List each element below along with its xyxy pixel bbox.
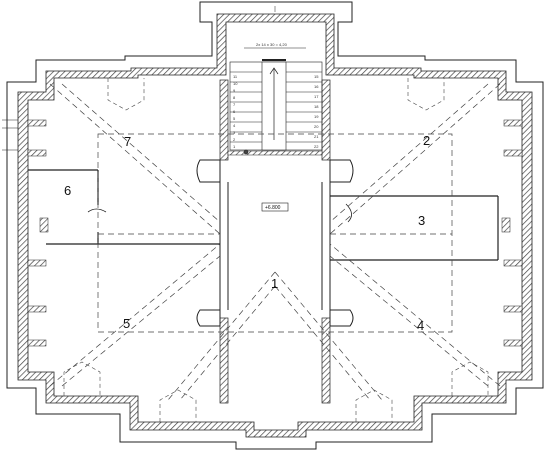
room-4-label: 4 [417, 318, 424, 333]
grid-marks [2, 6, 276, 151]
svg-text:18: 18 [314, 104, 319, 109]
svg-text:3: 3 [233, 130, 236, 135]
dormers [63, 78, 489, 422]
svg-text:9: 9 [233, 88, 236, 93]
outer-contour [6, 1, 544, 450]
exterior-walls [17, 13, 533, 438]
wall-stubs [27, 119, 523, 347]
svg-text:2: 2 [233, 137, 236, 142]
partitions [28, 169, 499, 261]
svg-text:1: 1 [233, 144, 236, 149]
staircase [229, 47, 323, 155]
level-mark-box [261, 202, 289, 212]
svg-text:6: 6 [233, 109, 236, 114]
room-2-label: 2 [423, 133, 430, 148]
stair-steps-left: 11 10 9 8 7 6 5 4 3 2 1 [233, 74, 238, 149]
svg-text:11: 11 [233, 74, 238, 79]
room-7-label: 7 [124, 134, 131, 149]
svg-text:4: 4 [233, 123, 236, 128]
svg-text:19: 19 [314, 114, 319, 119]
roof-lines [49, 83, 501, 401]
room-6-label: 6 [64, 183, 71, 198]
svg-text:21: 21 [314, 134, 319, 139]
room-5-label: 5 [123, 316, 130, 331]
stair-dimension: 2x 14 x 30 = 4,20 [256, 42, 288, 47]
level-mark: +6.800 [265, 205, 281, 211]
stair-steps-right: 15 16 17 18 19 20 21 22 [314, 74, 319, 149]
room-1-label: 1 [271, 276, 278, 291]
room-3-label: 3 [418, 213, 425, 228]
svg-text:7: 7 [233, 102, 236, 107]
svg-text:15: 15 [314, 74, 319, 79]
svg-text:16: 16 [314, 84, 319, 89]
svg-text:5: 5 [233, 116, 236, 121]
svg-text:8: 8 [233, 95, 236, 100]
svg-text:20: 20 [314, 124, 319, 129]
central-hall [196, 159, 354, 327]
svg-text:10: 10 [233, 81, 238, 86]
svg-text:17: 17 [314, 94, 319, 99]
svg-text:22: 22 [314, 144, 319, 149]
